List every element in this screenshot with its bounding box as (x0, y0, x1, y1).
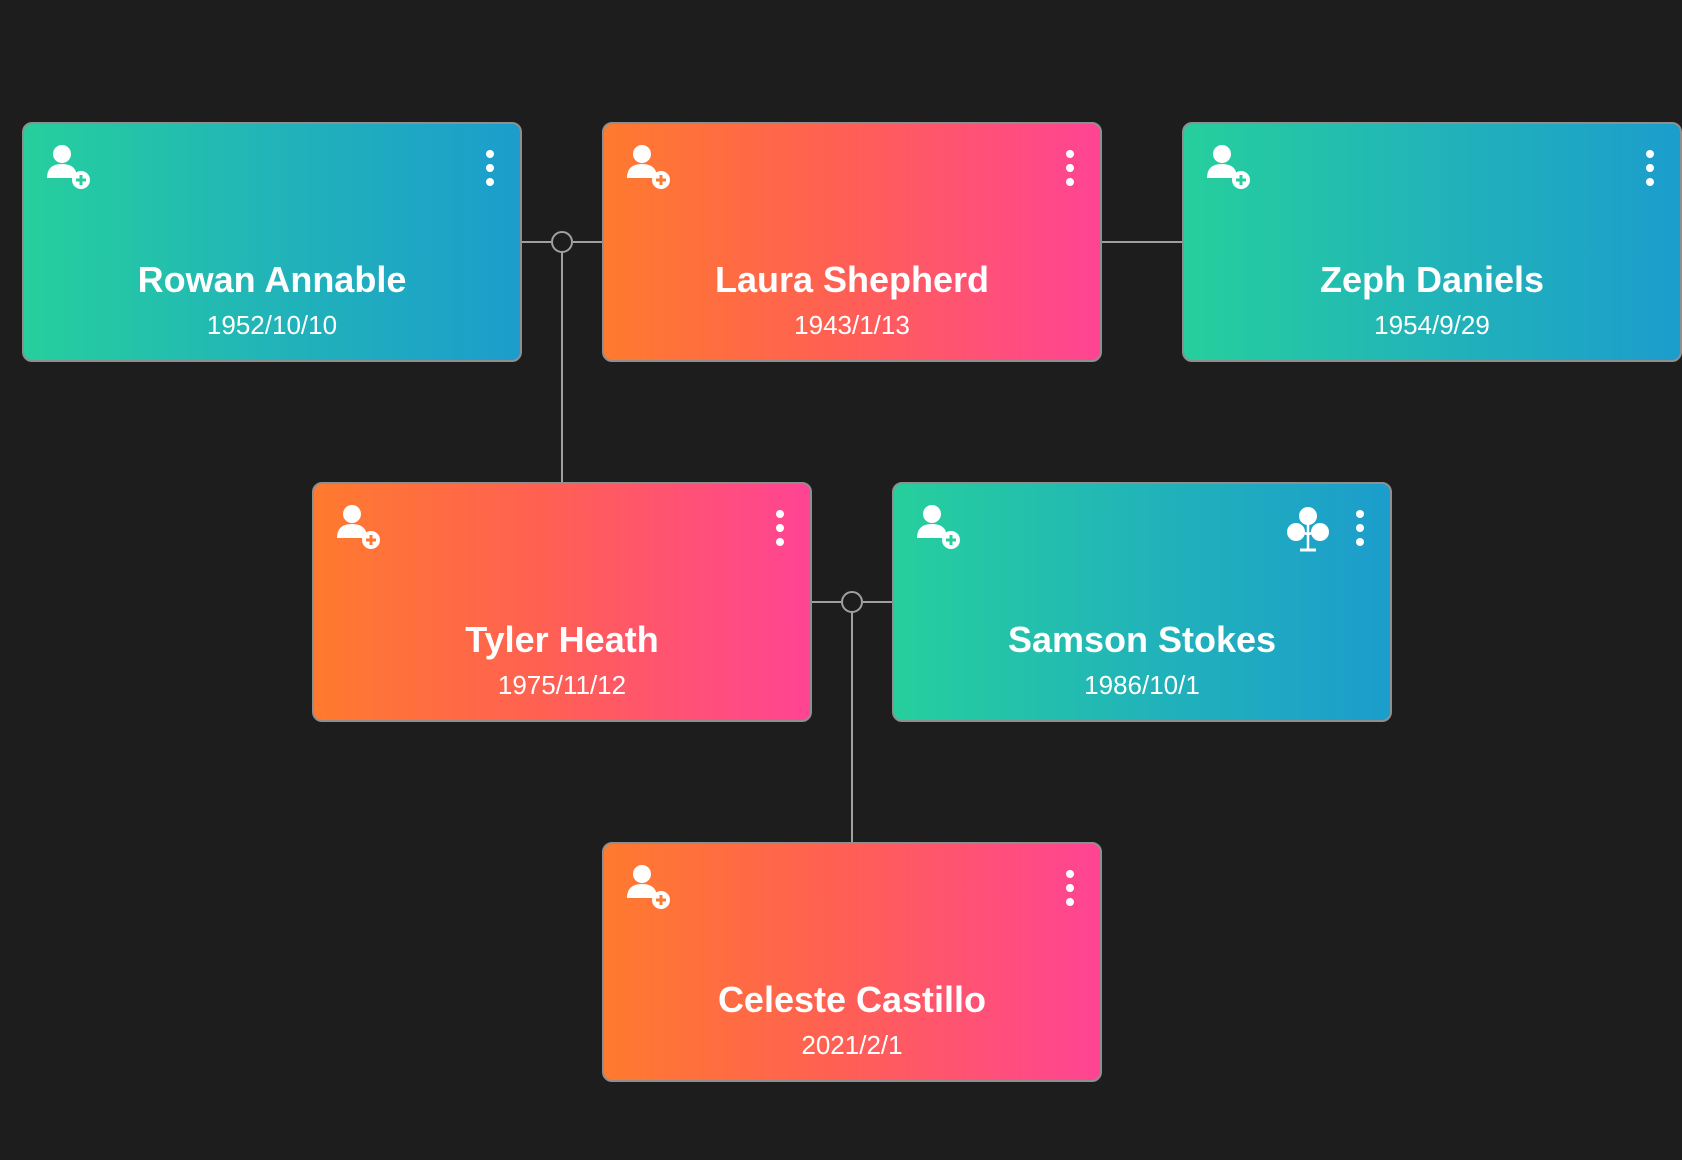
add-person-icon[interactable] (914, 502, 966, 554)
person-name: Celeste Castillo (717, 979, 987, 1020)
person-card-celeste-castillo[interactable]: Celeste Castillo 2021/2/1 (602, 842, 1102, 1082)
more-vertical-icon[interactable] (480, 148, 500, 188)
union-node-rowan-laura[interactable] (551, 231, 573, 253)
add-person-icon[interactable] (624, 862, 676, 914)
person-name: Tyler Heath (465, 619, 659, 660)
person-birth-date: 1952/10/10 (206, 310, 338, 340)
add-person-icon[interactable] (334, 502, 386, 554)
person-birth-date: 1954/9/29 (1374, 310, 1490, 340)
more-vertical-icon[interactable] (1350, 508, 1370, 548)
union-node-tyler-samson[interactable] (841, 591, 863, 613)
person-card-rowan-annable[interactable]: Rowan Annable 1952/10/10 (22, 122, 522, 362)
person-name: Zeph Daniels (1319, 259, 1545, 300)
person-name: Samson Stokes (1007, 619, 1277, 660)
add-person-icon[interactable] (44, 142, 96, 194)
person-birth-date: 2021/2/1 (801, 1030, 903, 1060)
person-card-zeph-daniels[interactable]: Zeph Daniels 1954/9/29 (1182, 122, 1682, 362)
family-tree-icon[interactable] (1282, 504, 1334, 556)
more-vertical-icon[interactable] (770, 508, 790, 548)
person-name: Rowan Annable (137, 259, 407, 300)
person-birth-date: 1943/1/13 (794, 310, 910, 340)
more-vertical-icon[interactable] (1060, 868, 1080, 908)
more-vertical-icon[interactable] (1060, 148, 1080, 188)
person-birth-date: 1986/10/1 (1084, 670, 1200, 700)
person-card-samson-stokes[interactable]: Samson Stokes 1986/10/1 (892, 482, 1392, 722)
person-name: Laura Shepherd (714, 259, 990, 300)
more-vertical-icon[interactable] (1640, 148, 1660, 188)
add-person-icon[interactable] (1204, 142, 1256, 194)
person-birth-date: 1975/11/12 (497, 670, 627, 700)
person-card-laura-shepherd[interactable]: Laura Shepherd 1943/1/13 (602, 122, 1102, 362)
add-person-icon[interactable] (624, 142, 676, 194)
person-card-tyler-heath[interactable]: Tyler Heath 1975/11/12 (312, 482, 812, 722)
